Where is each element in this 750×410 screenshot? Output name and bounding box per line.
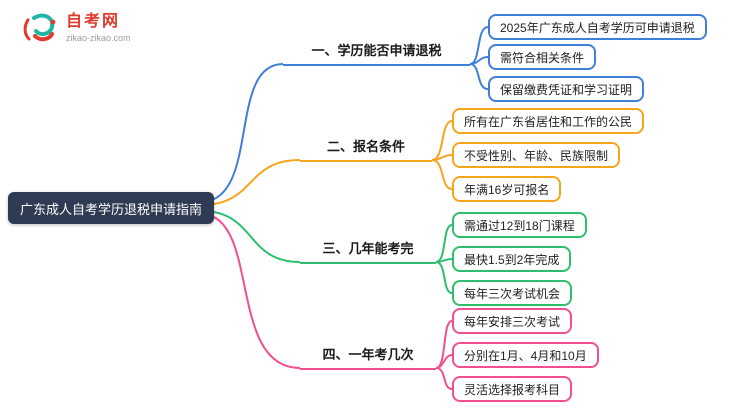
leaf-node: 需通过12到18门课程	[452, 212, 587, 238]
connector-b4-leaf-2	[435, 354, 453, 369]
connector-b3-leaf-1	[435, 224, 453, 263]
logo-subtitle: zikao-zikao.com	[66, 33, 131, 44]
leaf-node: 2025年广东成人自考学历可申请退税	[488, 14, 707, 40]
connector-b4-leaf-3	[435, 367, 453, 390]
leaf-node: 最快1.5到2年完成	[452, 246, 572, 272]
leaf-node: 年满16岁可报名	[452, 176, 562, 202]
leaf-node: 每年安排三次考试	[452, 308, 573, 334]
root-node: 广东成人自考学历退税申请指南	[8, 192, 215, 224]
leaf-node: 不受性别、年龄、民族限制	[452, 142, 621, 168]
branch-label-2: 二、报名条件	[300, 136, 432, 162]
connector-b4-leaf-1	[435, 320, 453, 369]
site-logo: 自考网 zikao-zikao.com	[22, 10, 131, 46]
branch-label-4: 四、一年考几次	[300, 344, 436, 370]
logo-title: 自考网	[66, 13, 121, 30]
connector-root-branch-1	[203, 63, 284, 203]
leaf-node: 每年三次考试机会	[452, 280, 573, 306]
connector-b3-leaf-3	[435, 261, 453, 294]
leaf-node: 灵活选择报考科目	[452, 376, 573, 402]
branch-label-1: 一、学历能否申请退税	[283, 40, 470, 66]
connector-b1-leaf-3	[469, 63, 489, 90]
connector-b3-leaf-2	[435, 258, 453, 263]
leaf-node: 保留缴费凭证和学习证明	[488, 76, 645, 102]
logo-icon	[23, 13, 56, 42]
connector-b1-leaf-1	[469, 26, 489, 65]
connector-b2-leaf-1	[431, 120, 453, 161]
connector-b2-leaf-3	[431, 159, 453, 190]
logo-text: 自考网 zikao-zikao.com	[66, 12, 131, 44]
leaf-node: 需符合相关条件	[488, 44, 597, 70]
connector-root-branch-3	[203, 210, 301, 263]
branch-label-3: 三、几年能考完	[300, 238, 436, 264]
connector-b2-leaf-2	[431, 154, 453, 161]
connector-root-branch-4	[203, 213, 301, 369]
connector-root-branch-2	[203, 159, 301, 206]
connector-b1-leaf-2	[469, 56, 489, 65]
leaf-node: 分别在1月、4月和10月	[452, 342, 599, 368]
leaf-node: 所有在广东省居住和工作的公民	[452, 108, 645, 134]
